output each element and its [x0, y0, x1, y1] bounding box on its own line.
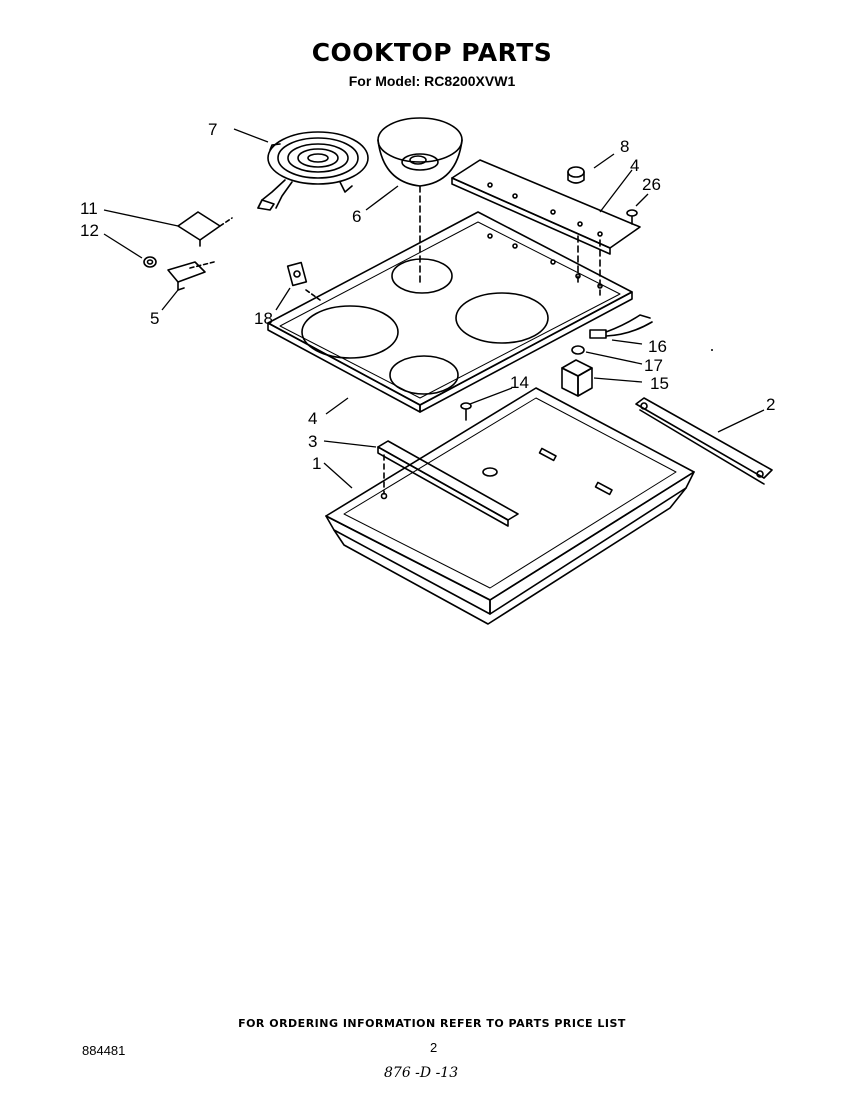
- callout-5: 5: [150, 309, 159, 328]
- callout-4: 4: [308, 409, 317, 428]
- callout-3: 3: [308, 432, 317, 451]
- page-title: COOKTOP PARTS: [311, 38, 553, 67]
- surface-element-part-12: [257, 131, 369, 211]
- handwritten-note: 876 -D -13: [384, 1065, 459, 1081]
- callout-11: 6: [352, 207, 361, 226]
- callout-6: 4: [630, 156, 639, 175]
- base-pan-part-1: [325, 387, 695, 625]
- receptacle-part-16: [177, 211, 233, 247]
- callout-14: 8: [620, 137, 629, 156]
- callout-17: 12: [80, 221, 99, 240]
- terminal-block-part-5: [167, 261, 215, 291]
- switch-part-18: [286, 261, 321, 301]
- ordering-note: FOR ORDERING INFORMATION REFER TO PARTS …: [238, 1017, 626, 1030]
- callout-18: 18: [254, 309, 273, 328]
- callout-7: 15: [650, 374, 669, 393]
- model-subtitle: For Model: RC8200XVW1: [348, 73, 516, 89]
- stray-mark: [711, 349, 713, 351]
- page-number: 2: [430, 1040, 438, 1055]
- control-panel-part-6: [451, 159, 641, 296]
- callout-1: 1: [312, 454, 321, 473]
- callout-8: 16: [648, 337, 667, 356]
- callout-26: 26: [642, 175, 661, 194]
- terminal-part-17: [143, 256, 157, 268]
- screw-part-26: [626, 209, 638, 225]
- cooktop-part-4: [267, 211, 633, 413]
- callout-12: 7: [208, 120, 217, 139]
- callout-16: 11: [80, 199, 98, 218]
- callout-2: 2: [766, 395, 775, 414]
- terminal-part-8: [589, 314, 653, 339]
- infinite-switch-part-7: [561, 359, 593, 397]
- knob-part-14: [567, 166, 585, 184]
- bracket-part-2: [635, 397, 773, 485]
- document-number: 884481: [82, 1043, 126, 1058]
- brace-part-3: [377, 440, 519, 527]
- callout-9: 14: [510, 373, 529, 392]
- callout-15: 17: [644, 356, 663, 375]
- spacer-part-15: [571, 345, 585, 355]
- screw-part-9: [460, 402, 472, 421]
- drip-bowl-part-11: [377, 117, 463, 286]
